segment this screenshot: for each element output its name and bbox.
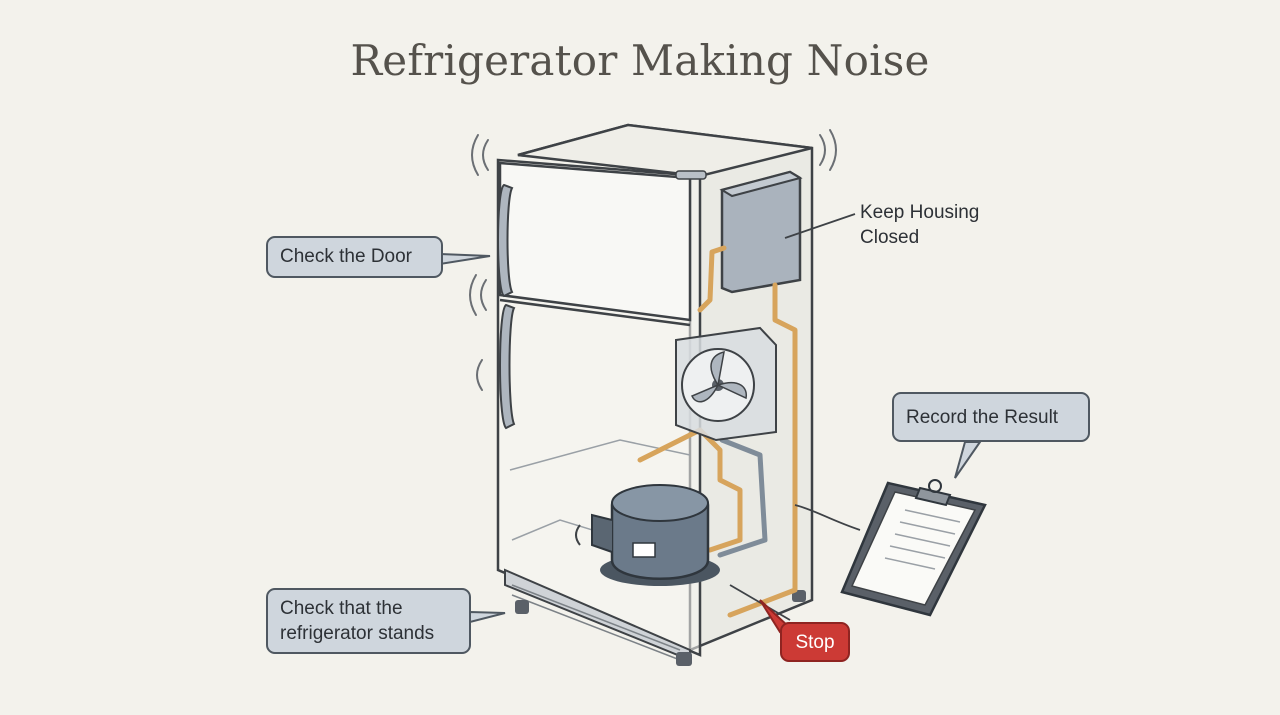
callout-check-door-text: Check the Door [280, 246, 413, 267]
clipboard-icon [840, 479, 987, 617]
callout-stands-line2: refrigerator stands [280, 623, 435, 644]
freezer-door [498, 161, 692, 322]
callout-check-door: Check the Door [266, 236, 443, 278]
label-housing-line1: Keep Housing [860, 202, 980, 223]
compressor [575, 484, 720, 586]
callout-leaders [729, 213, 861, 621]
label-housing-line2: Closed [860, 227, 920, 248]
callout-check-stands: Check that the refrigerator stands [266, 588, 471, 654]
callout-record-result-text: Record the Result [906, 407, 1059, 428]
control-housing [719, 170, 803, 294]
steel-pipes [717, 437, 768, 558]
condenser-fan [675, 326, 777, 442]
door-handles [497, 183, 516, 430]
stop-badge: Stop [780, 622, 850, 662]
stop-badge-text: Stop [795, 632, 835, 653]
callout-stands-line1: Check that the [280, 598, 403, 619]
page-title: Refrigerator Making Noise [350, 36, 930, 85]
callout-record-result: Record the Result [892, 392, 1090, 442]
label-keep-housing-closed: Keep Housing Closed [860, 200, 979, 250]
vibration-marks [469, 129, 837, 391]
